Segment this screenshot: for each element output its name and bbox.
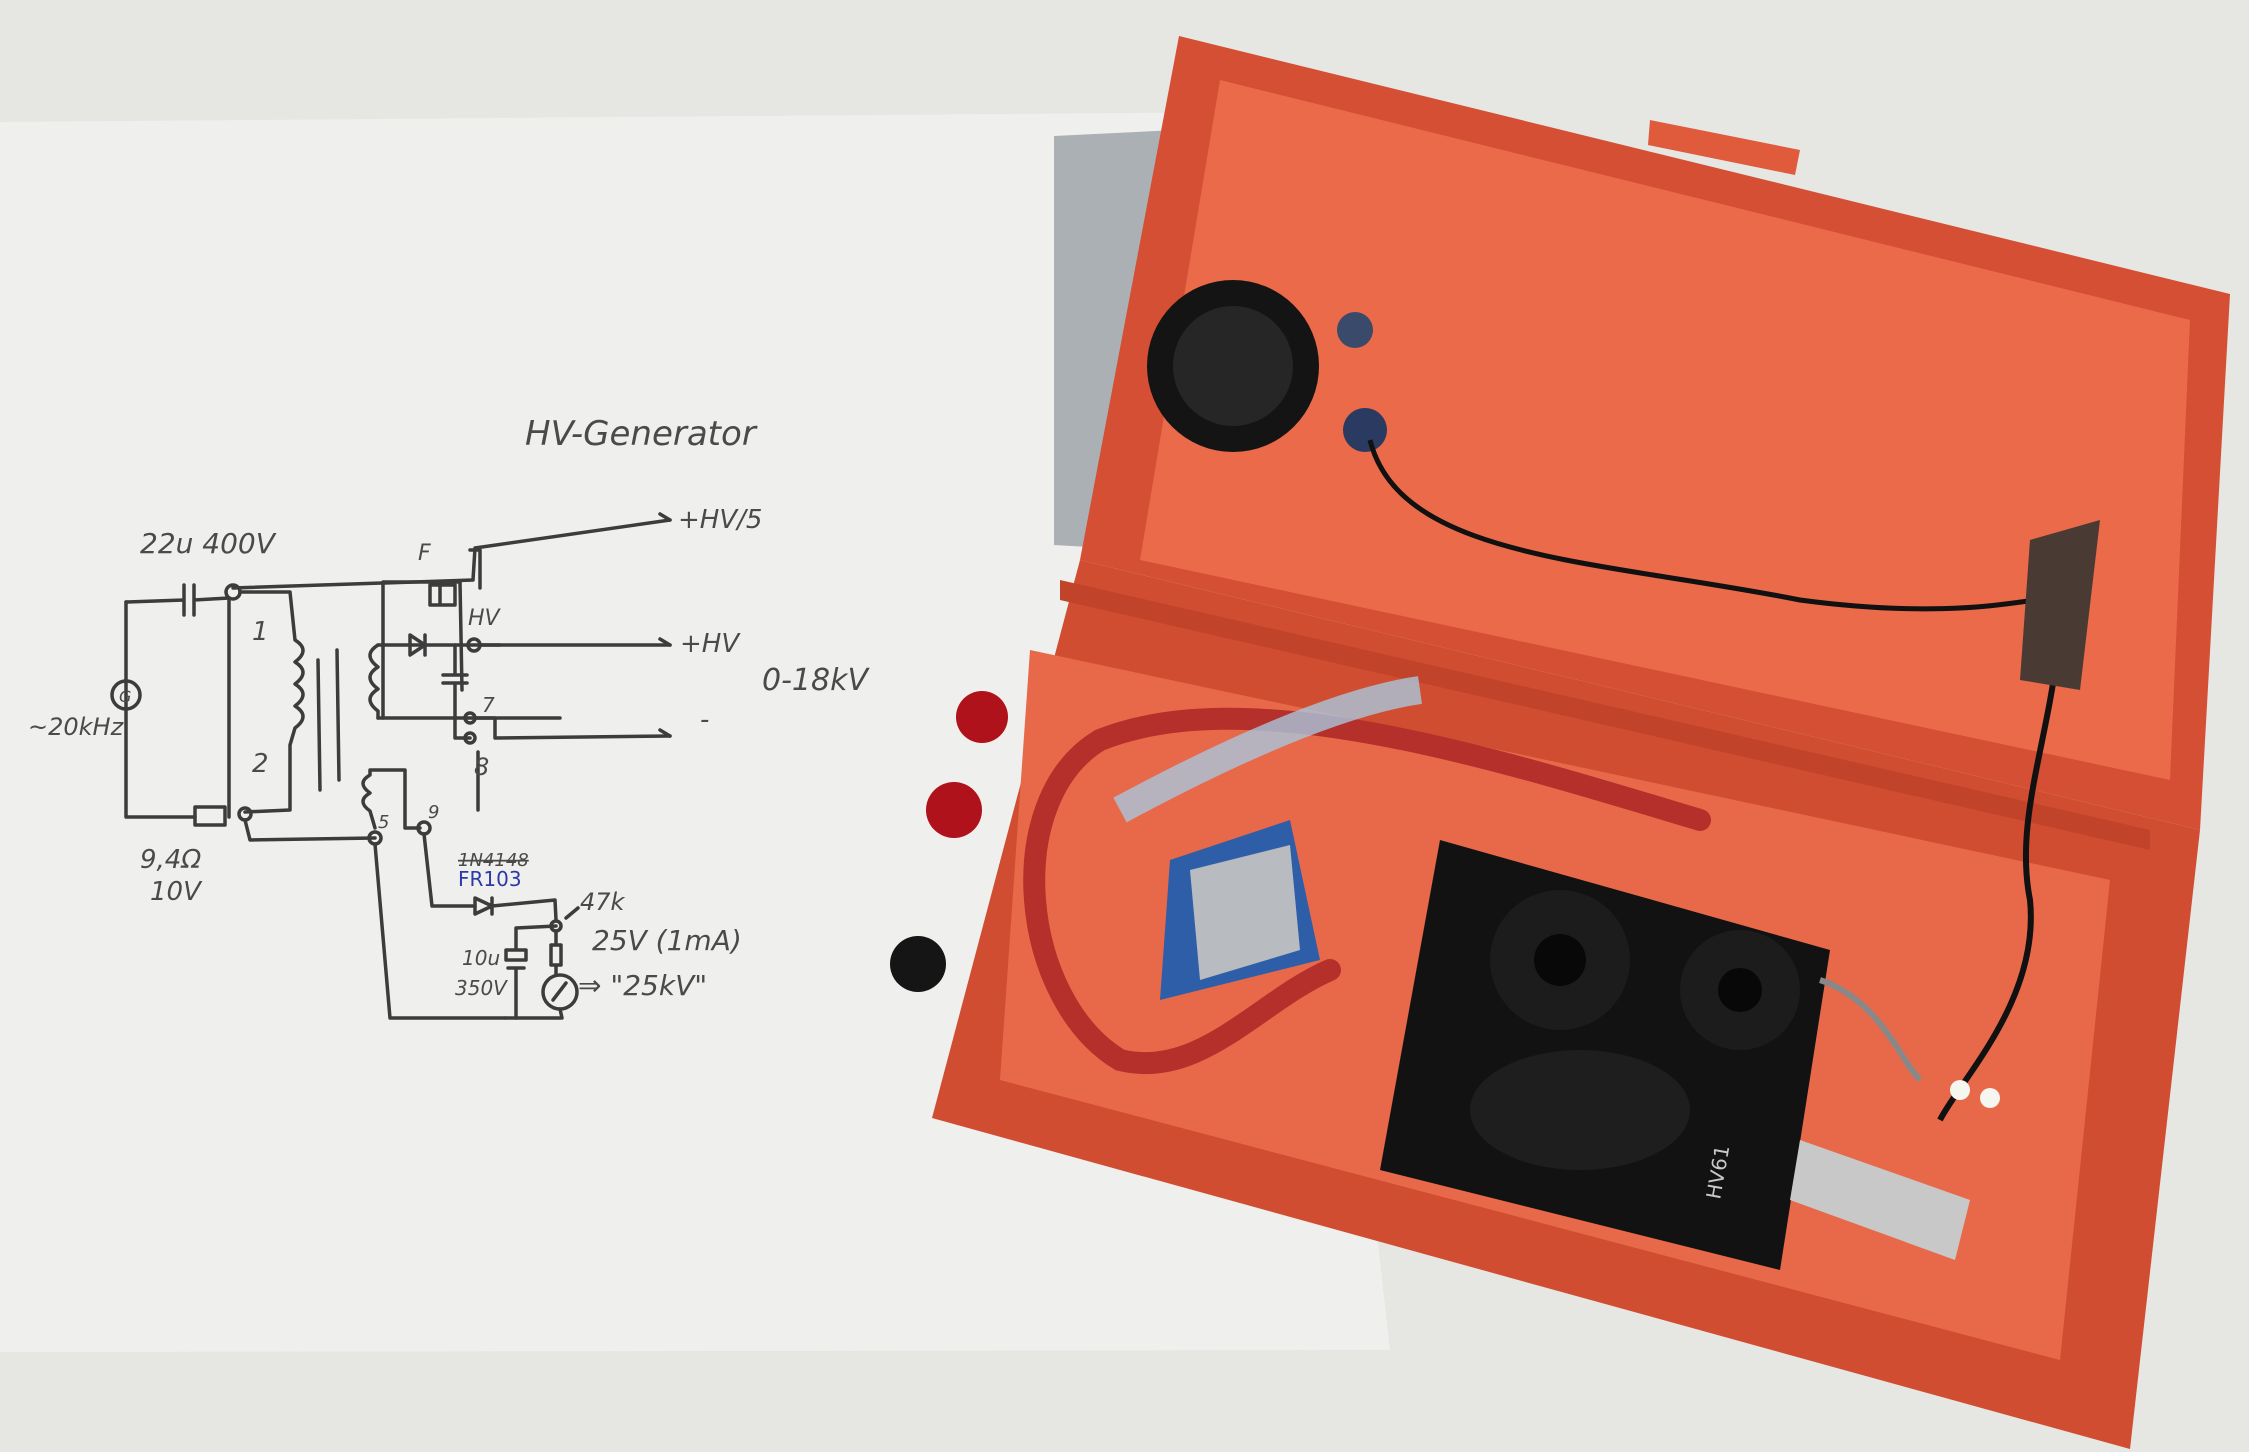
pin-8-label: 8 — [474, 753, 489, 781]
output-hv5-label: +HV/5 — [678, 505, 762, 535]
resistor2-label: 47k — [580, 888, 626, 916]
winding-2-label: 2 — [252, 749, 269, 779]
cap2-voltage-label: 350V — [455, 976, 508, 1000]
pin-5-label: 5 — [378, 812, 389, 833]
node-hv-label: HV — [468, 606, 502, 631]
terminal-red-2[interactable] — [926, 782, 982, 838]
schematic-title: HV-Generator — [525, 414, 758, 454]
output-minus-label: - — [700, 705, 709, 735]
node-f-label: F — [418, 541, 431, 566]
range-label: 0-18kV — [762, 663, 870, 698]
resistor-voltage-label: 10V — [150, 877, 203, 907]
pin-7-label: 7 — [482, 693, 495, 717]
winding-1-label: 1 — [252, 617, 269, 647]
output-hv-label: +HV — [680, 629, 741, 659]
cap2-label: 10u — [462, 946, 500, 970]
schematic-drawing — [110, 512, 672, 1020]
cap-label: 22u 400V — [140, 527, 277, 560]
meter-scale-label: ⇒ "25kV" — [578, 969, 707, 1002]
diode-new-label: FR103 — [458, 867, 522, 891]
pin-9-label: 9 — [428, 802, 439, 823]
meter-label: 25V (1mA) — [592, 924, 742, 957]
source-symbol: G — [119, 687, 131, 706]
terminal-red-1[interactable] — [956, 691, 1008, 743]
resistor-label: 9,4Ω — [140, 845, 201, 875]
diode-old-label: 1N4148 — [458, 850, 529, 871]
source-label: ~20kHz — [28, 713, 125, 741]
terminal-black[interactable] — [890, 936, 946, 992]
